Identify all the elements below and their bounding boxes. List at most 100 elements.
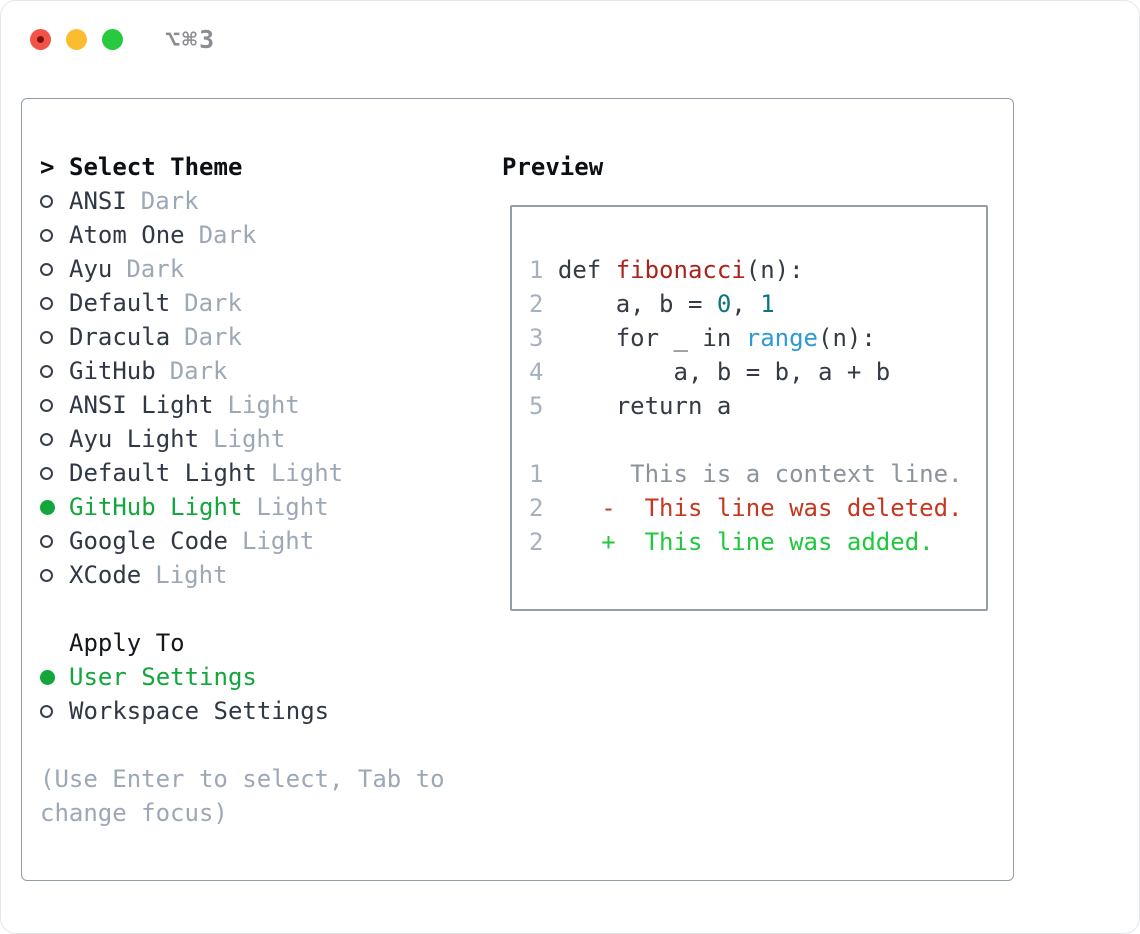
radio-marker [40,669,69,685]
theme-option-github-light[interactable]: GitHub Light Light [40,490,485,524]
code-segment-default: def [557,256,616,284]
zoom-button[interactable] [102,28,123,50]
minimize-button[interactable] [66,28,87,50]
code-segment-default: a, b = b, a + b [557,358,891,386]
radio-marker [40,330,69,344]
line-number: 2 [529,528,544,556]
theme-option-label: GitHub Light [69,493,243,521]
code-line [529,423,986,457]
theme-variant-tag: Light [256,493,329,521]
theme-variant-tag: Dark [198,221,257,249]
select-theme-header: > Select Theme [40,150,485,184]
apply-to-title: Apply To [69,629,185,657]
preview-column: Preview 1 def fibonacci(n):2 a, b = 0, 1… [502,150,988,611]
code-segment-added: + This line was added. [557,528,934,556]
radio-marker [40,704,69,718]
preview-title: Preview [502,153,604,181]
theme-variant-tag: Light [213,425,286,453]
code-line: 2 + This line was added. [529,525,986,559]
line-number: 3 [529,324,544,352]
apply-option-label: User Settings [69,663,257,691]
theme-variant-tag: Dark [140,187,199,215]
apply-option-user-settings[interactable]: User Settings [40,660,485,694]
theme-option-label: Default Light [69,459,257,487]
code-segment-default: (n): [745,256,804,284]
radio-icon [40,432,53,446]
spacer [40,592,485,626]
window-titlebar: ⌥⌘3 [1,1,1139,77]
theme-option-atom-one[interactable]: Atom One Dark [40,218,485,252]
code-segment-default: , [731,290,761,318]
apply-option-workspace-settings[interactable]: Workspace Settings [40,694,485,728]
line-number: 2 [529,290,544,318]
theme-variant-tag: Light [227,391,300,419]
code-line: 3 for _ in range(n): [529,321,986,355]
code-segment-default: (n): [818,324,876,352]
radio-icon [40,296,53,310]
radio-selected-icon [40,499,55,515]
line-number: 5 [529,392,544,420]
theme-variant-tag: Light [241,527,315,555]
code-segment-default: return a [557,392,732,420]
line-number: 2 [529,494,544,522]
theme-option-github[interactable]: GitHub Dark [40,354,485,388]
radio-icon [40,364,53,378]
code-segment-default: for _ in [557,324,746,352]
radio-marker [40,228,69,242]
theme-variant-tag: Dark [184,289,242,317]
radio-icon [40,194,53,208]
theme-option-ayu-light[interactable]: Ayu Light Light [40,422,485,456]
line-number: 4 [529,358,544,386]
radio-icon [40,534,53,548]
theme-option-label: Ayu [69,255,113,283]
code-segment-context: This is a context line. [557,460,963,488]
theme-option-label: Google Code [69,527,228,555]
theme-option-label: Default [69,289,171,317]
close-dot-icon [37,35,44,43]
code-segment-number: 1 [760,290,775,318]
radio-marker [40,568,69,582]
code-line: 1 def fibonacci(n): [529,253,986,287]
radio-marker [40,262,69,276]
code-segment-function: fibonacci [615,256,746,284]
theme-option-label: Dracula [69,323,171,351]
apply-option-label: Workspace Settings [69,697,330,725]
code-line: 2 - This line was deleted. [529,491,986,525]
radio-marker [40,194,69,208]
radio-icon [40,466,53,480]
radio-marker [40,398,69,412]
theme-variant-tag: Dark [169,357,228,385]
code-line: 2 a, b = 0, 1 [529,287,986,321]
code-segment-number: 0 [716,290,732,318]
radio-marker [40,296,69,310]
code-line: 5 return a [529,389,986,423]
theme-option-google-code[interactable]: Google Code Light [40,524,485,558]
radio-icon [40,704,53,718]
hint-text: (Use Enter to select, Tab to change focu… [40,765,445,827]
code-line: 1 This is a context line. [529,457,986,491]
code-line: 4 a, b = b, a + b [529,355,986,389]
theme-variant-tag: Light [155,561,228,589]
close-button[interactable] [30,28,51,50]
radio-selected-icon [40,669,55,685]
radio-icon [40,330,53,344]
code-segment-builtin: range [745,324,818,352]
radio-marker [40,534,69,548]
theme-option-default[interactable]: Default Dark [40,286,485,320]
theme-option-label: GitHub [69,357,156,385]
theme-option-label: Ayu Light [69,425,200,453]
theme-option-label: Atom One [69,221,185,249]
code-segment-default: a, b = [557,290,717,318]
